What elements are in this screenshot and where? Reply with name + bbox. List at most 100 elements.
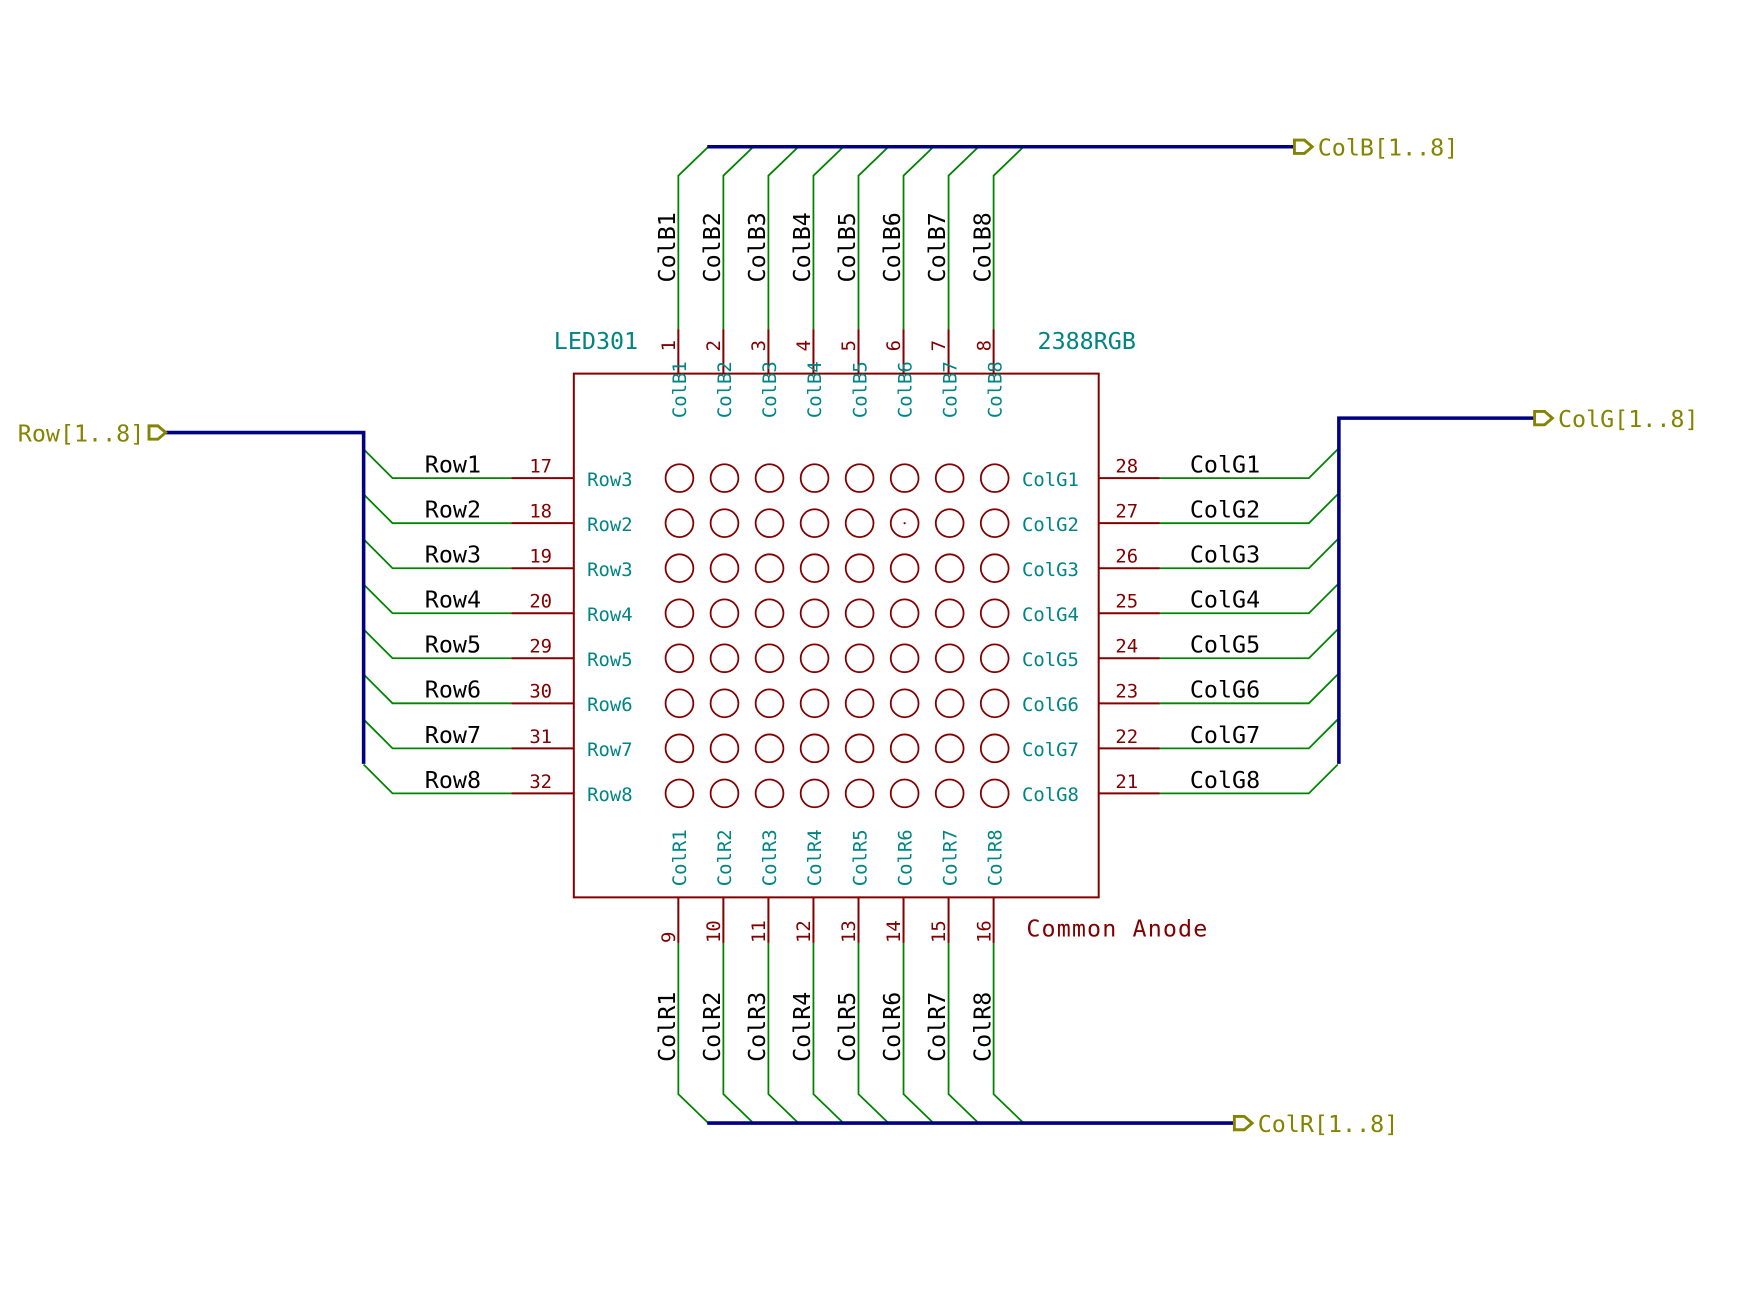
led-r1-c5 xyxy=(844,463,875,493)
led-r8-c7 xyxy=(934,778,965,809)
wire-ColG1[interactable] xyxy=(1159,448,1339,480)
led-r6-c2 xyxy=(709,688,740,719)
wire-Row5[interactable] xyxy=(363,628,512,660)
net-label-colr8: ColR8 xyxy=(968,992,996,1062)
wire-Row1[interactable] xyxy=(363,448,512,480)
wire-segment xyxy=(947,146,980,330)
wire-ColG2[interactable] xyxy=(1159,493,1339,525)
wire-ColB8[interactable] xyxy=(992,146,1025,330)
led-r1-c3 xyxy=(754,463,785,493)
wire-segment xyxy=(363,538,512,570)
wire-Row6[interactable] xyxy=(363,673,512,705)
bus-colg[interactable] xyxy=(1337,416,1535,764)
led-r2-c4 xyxy=(799,508,830,538)
wire-ColG7[interactable] xyxy=(1159,718,1339,750)
led-r5-c3 xyxy=(754,643,785,674)
pin-name: Row6 xyxy=(587,694,633,716)
wire-ColR8[interactable] xyxy=(992,942,1025,1124)
pin-16[interactable]: 16 ColR8 xyxy=(973,829,1006,943)
bus-row[interactable] xyxy=(165,430,366,764)
wire-ColB1[interactable] xyxy=(677,146,709,330)
wire-ColB6[interactable] xyxy=(902,146,935,330)
led-r4-c3 xyxy=(754,598,785,629)
led-r5-c6 xyxy=(889,643,920,674)
wire-Row4[interactable] xyxy=(363,583,512,615)
wire-ColB2[interactable] xyxy=(722,146,755,330)
wire-ColR5[interactable] xyxy=(857,942,890,1124)
wire-ColG3[interactable] xyxy=(1159,538,1339,570)
global-label-colb[interactable]: ColB[1..8] xyxy=(1292,134,1459,162)
led-r7-c6 xyxy=(889,733,920,764)
wire-ColR2[interactable] xyxy=(722,942,755,1124)
wire-ColB7[interactable] xyxy=(947,146,980,330)
pin-number: 4 xyxy=(793,340,815,351)
wire-Row7[interactable] xyxy=(363,718,512,750)
wire-ColR6[interactable] xyxy=(902,942,935,1124)
net-label-colr5: ColR5 xyxy=(833,992,861,1062)
wire-ColB5[interactable] xyxy=(857,146,890,330)
wire-segment xyxy=(1159,448,1339,480)
wire-ColR3[interactable] xyxy=(767,942,800,1124)
global-label-colr[interactable]: ColR[1..8] xyxy=(1232,1110,1398,1138)
wire-ColB3[interactable] xyxy=(767,146,800,330)
wire-Row3[interactable] xyxy=(363,538,512,570)
led-r3-c5 xyxy=(844,553,875,584)
global-label-row[interactable]: Row[1..8] xyxy=(18,419,168,447)
wire-ColR4[interactable] xyxy=(812,942,845,1124)
led-r4-c4 xyxy=(799,598,830,629)
wire-ColG5[interactable] xyxy=(1159,628,1339,660)
pin-name: ColR8 xyxy=(984,829,1006,886)
component-value[interactable]: 2388RGB xyxy=(1038,327,1136,355)
wire-ColG4[interactable] xyxy=(1159,583,1339,615)
wire-Row8[interactable] xyxy=(363,763,512,795)
wire-ColR1[interactable] xyxy=(677,942,709,1124)
global-label-colb-text: ColB[1..8] xyxy=(1318,134,1459,162)
reference-designator[interactable]: LED301 xyxy=(554,327,638,355)
wire-ColG6[interactable] xyxy=(1159,673,1339,705)
wire-ColG8[interactable] xyxy=(1159,763,1339,795)
symbol-body xyxy=(572,372,1100,899)
wire-ColR7[interactable] xyxy=(947,942,980,1124)
pin-number: 10 xyxy=(703,920,725,943)
pin-10[interactable]: 10 ColR2 xyxy=(703,829,736,943)
wire-Row2[interactable] xyxy=(363,493,512,525)
wire-ColB4[interactable] xyxy=(812,146,845,330)
pin-name: ColR2 xyxy=(714,829,736,886)
net-label-row7: Row7 xyxy=(425,721,481,749)
global-label-colg[interactable]: ColG[1..8] xyxy=(1533,405,1699,433)
pin-number: 9 xyxy=(658,932,680,943)
pin-number: 16 xyxy=(973,920,995,943)
